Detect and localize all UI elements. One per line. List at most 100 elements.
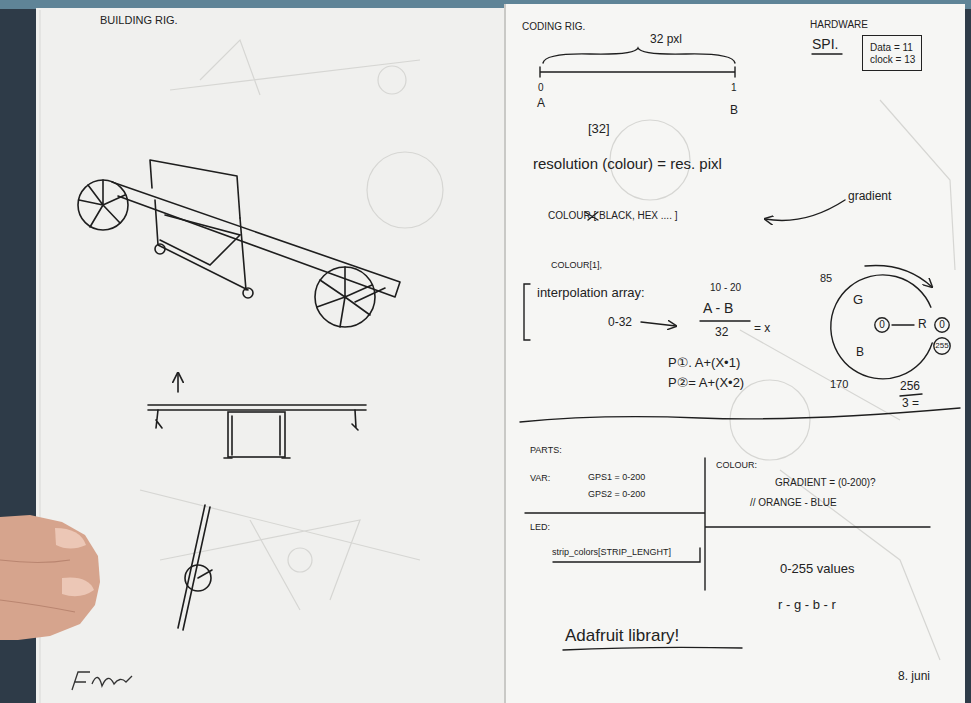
note-text: B: [730, 104, 738, 118]
wheel-arm-sketch-part: [185, 565, 211, 591]
note-text: VAR:: [530, 473, 550, 483]
coding-sketch-lines-part: [700, 320, 750, 321]
register-box: Data = 11clock = 13: [862, 35, 922, 71]
coding-sketch-lines-part: [543, 48, 735, 63]
cart-sketch-part: [78, 180, 128, 230]
coding-sketch-lines-part: [525, 458, 930, 590]
note-text: SPI.: [812, 36, 838, 52]
coding-sketch-lines-part: [812, 53, 842, 54]
note-text: gradient: [848, 190, 891, 204]
circled-value: 0: [934, 317, 950, 333]
side-view-sketch-part: [148, 405, 366, 410]
note-text: 10 - 20: [710, 282, 741, 294]
note-text: P①. A+(X•1): [668, 356, 740, 371]
coding-sketch-lines-part: [540, 67, 735, 77]
circle-outline-shape: [875, 318, 889, 332]
signature: [72, 672, 132, 690]
note-text: resolution (colour) = res. pixl: [533, 155, 722, 172]
coding-sketch-lines-part: [553, 548, 700, 562]
note-text: 0-32: [608, 316, 632, 330]
side-view-sketch-part: [156, 410, 162, 428]
cart-sketch-part: [150, 160, 240, 218]
coding-sketch-lines-part: [765, 200, 845, 220]
pencil-ghosts-part: [730, 380, 810, 460]
side-view-sketch-part: [232, 416, 280, 455]
note-text: PARTS:: [530, 445, 562, 455]
cart-sketch-part: [155, 244, 165, 254]
note-text: BUILDING RIG.: [100, 14, 178, 27]
note-text: LED:: [530, 522, 550, 532]
pencil-ghosts-part: [170, 40, 420, 95]
hand-part: [62, 578, 94, 597]
cart-sketch-part: [155, 200, 248, 290]
cart-sketch-part: [112, 182, 400, 297]
coding-sketch-lines: [520, 48, 960, 650]
note-text: COLOUR[1],: [551, 260, 602, 270]
circled-value: 255: [933, 337, 951, 355]
note-text: B: [856, 346, 864, 360]
note-text: interpolation array:: [537, 286, 645, 301]
cart-sketch-part: [79, 180, 125, 227]
pages-part: [36, 8, 506, 703]
note-text: CODING RIG.: [522, 21, 585, 33]
pages: [36, 4, 965, 703]
note-text: A - B: [703, 300, 733, 316]
note-text: GRADIENT = (0-200)?: [775, 477, 876, 489]
pencil-ghosts-part: [378, 66, 406, 94]
note-text: = x: [754, 322, 770, 336]
pages-part: [504, 4, 506, 703]
wheel-arm-sketch-part: [178, 505, 210, 630]
node-text: 0: [939, 319, 945, 331]
note-text: [32]: [588, 122, 610, 137]
circle-outline-shape: [935, 318, 949, 332]
cart-sketch-part: [160, 215, 240, 265]
pencil-ghosts-part: [880, 100, 955, 270]
note-text: 0-255 values: [780, 562, 854, 577]
cart-sketch-part: [355, 288, 385, 302]
wheel-arm-sketch-part: [198, 570, 212, 578]
coding-sketch-lines-part: [865, 265, 932, 287]
pencil-ghosts-part: [367, 152, 443, 228]
side-view-sketch-part: [352, 410, 358, 430]
side-view-sketch-part: [228, 412, 285, 457]
coding-sketch-lines-part: [900, 394, 922, 396]
signature-part: [72, 672, 132, 690]
cart-sketch: [78, 160, 400, 327]
note-text: Adafruit library!: [565, 626, 679, 646]
pencil-ghosts: [140, 40, 955, 660]
note-text: GPS2 = 0-200: [588, 489, 645, 499]
note-text: 85: [820, 272, 832, 285]
coding-sketch-lines-part: [563, 647, 742, 650]
note-text: HARDWARE: [810, 19, 868, 31]
cart-sketch-part: [243, 288, 253, 298]
note-text: strip_colors[STRIP_LENGHT]: [552, 547, 671, 557]
note-text: 32 pxl: [650, 33, 682, 47]
side-view-sketch: [148, 373, 366, 458]
note-text: G: [853, 293, 863, 308]
note-text: P②= A+(X•2): [668, 376, 744, 391]
coding-sketch-lines-part: [892, 324, 914, 325]
note-text: GPS1 = 0-200: [588, 472, 645, 482]
note-text: 3 =: [902, 397, 919, 411]
hand-part: [55, 528, 86, 549]
note-text: R: [918, 318, 927, 332]
coding-sketch-lines-part: [831, 275, 932, 379]
hand-part: [0, 515, 100, 640]
note-text: COLOUR:: [716, 460, 757, 470]
note-text: 0: [538, 82, 544, 94]
coding-sketch-lines-part: [520, 408, 960, 422]
hand: [0, 515, 100, 640]
pencil-ghosts-part: [140, 490, 420, 610]
note-text: 170: [830, 378, 848, 391]
note-text: 8. juni: [898, 670, 930, 684]
node-text: 0: [879, 319, 885, 331]
note-text: 1: [731, 82, 737, 94]
note-text: 256: [900, 380, 920, 394]
hand-part: [0, 560, 75, 612]
side-view-sketch-part: [177, 373, 179, 392]
note-text: COLOUR [ BLACK, HEX .... ]: [548, 210, 677, 222]
